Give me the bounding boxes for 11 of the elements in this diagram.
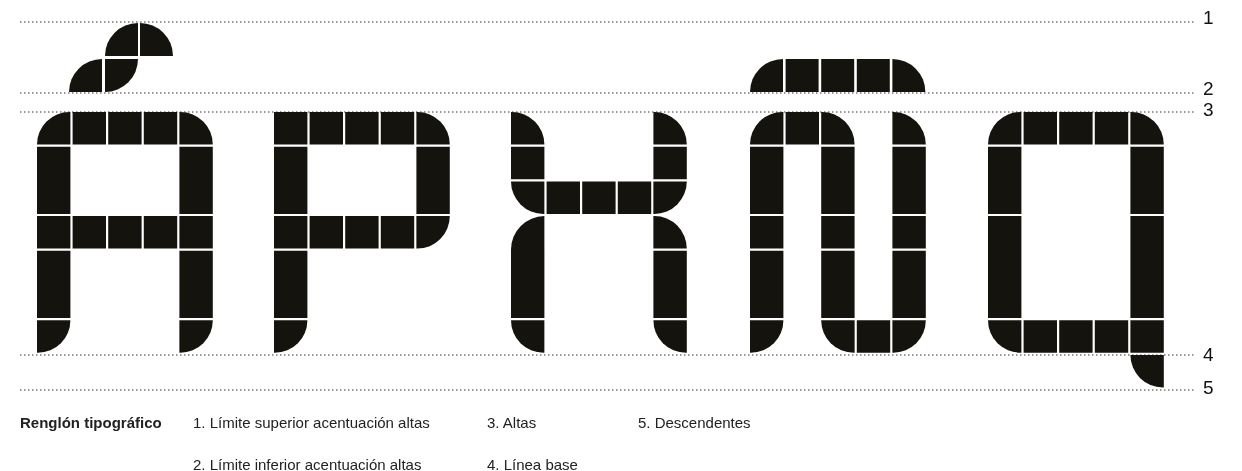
legend-item: 1. Límite superior acentuación altas — [193, 414, 430, 432]
legend-item: 3. Altas — [487, 414, 537, 432]
legend-heading: Renglón tipográfico — [20, 414, 162, 432]
legend-item: 2. Límite inferior acentuación altas — [193, 456, 422, 471]
legend-item: 5. Descendentes — [638, 414, 751, 432]
guide-number: 2 — [1203, 79, 1214, 99]
guide-number: 5 — [1203, 378, 1214, 398]
guide-number: 1 — [1203, 8, 1214, 28]
guide-number: 4 — [1203, 345, 1214, 365]
legend-item: 4. Línea base — [487, 456, 578, 471]
guide-number: 3 — [1203, 100, 1214, 120]
